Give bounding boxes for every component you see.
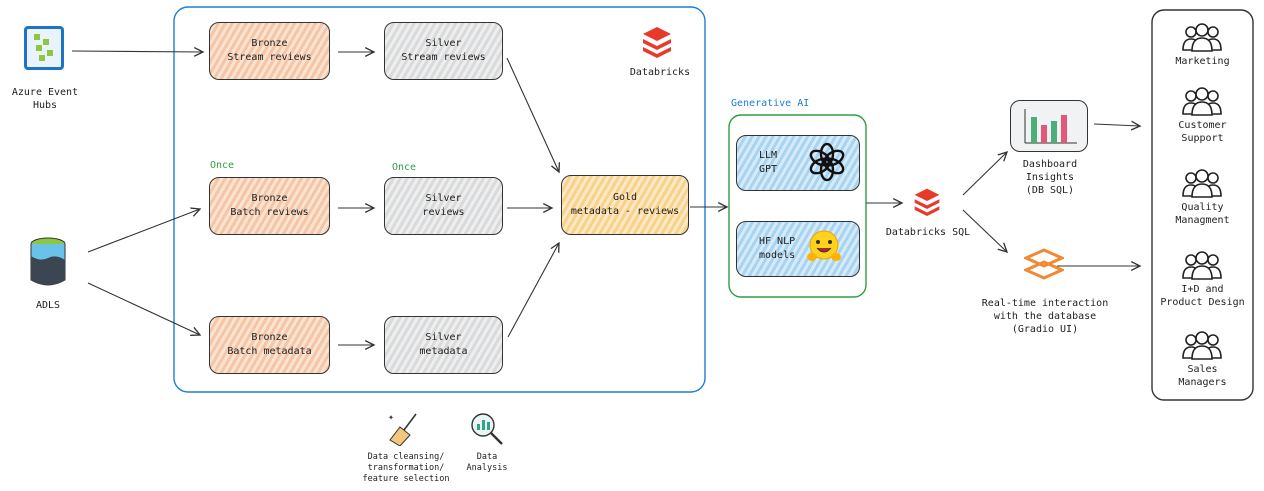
broom-icon: ✦ [386,410,422,447]
llm-gpt-label: LLM GPT [759,150,778,175]
hugging-face-icon [806,229,842,265]
gradio-logo-icon [1022,248,1066,282]
arrow-dbsql-dashboard [962,152,1007,196]
generative-ai-label: Generative AI [731,98,810,109]
gradio-label: Real-time interaction with the database … [981,298,1109,335]
silver-stream-reviews-box[interactable]: Silver Stream reviews [384,22,503,80]
azure-event-hubs-label: Azure Event Hubs [11,87,79,111]
consumer-label: Marketing [1175,56,1230,67]
generative-ai-region [728,114,867,298]
adls-label: ADLS [35,300,61,311]
dashboard-insights-label: Dashboard Insights (DB SQL) [1022,159,1078,196]
analysis-magnifier-icon [467,410,507,448]
once-label-silver: Once [392,162,417,173]
people-group-icon [1182,22,1222,52]
consumer-label: Customer Support [1178,120,1227,144]
once-label-bronze: Once [210,160,235,171]
databricks-sql-logo-icon [912,186,942,216]
people-group-icon [1182,330,1222,360]
svg-text:✦: ✦ [388,412,394,423]
databricks-region [173,6,706,393]
arrow-dbsql-gradio [962,209,1007,252]
people-group-icon [1182,168,1222,198]
people-group-icon [1182,86,1222,116]
adls-icon [28,236,68,290]
arrow-dashboard-consumers [1093,124,1140,126]
dashboard-chart-icon [1010,100,1088,152]
hf-nlp-models-box[interactable]: HF NLP models [736,221,860,277]
azure-event-hubs-icon [24,26,64,70]
people-group-icon [1182,250,1222,280]
databricks-label: Databricks [629,67,691,78]
bronze-batch-reviews-box[interactable]: Bronze Batch reviews [209,177,330,235]
bronze-stream-reviews-box[interactable]: Bronze Stream reviews [209,22,330,80]
silver-reviews-box[interactable]: Silver reviews [384,177,503,235]
openai-icon [806,141,848,183]
hf-nlp-models-label: HF NLP models [759,236,796,261]
silver-metadata-box[interactable]: Silver metadata [384,316,503,374]
arrow-silver-stream-gold [506,57,559,172]
arrow-silver-metadata-gold [507,243,559,338]
consumers-panel [1151,9,1254,401]
arrow-adls-bronze-metadata [87,282,200,335]
bronze-batch-metadata-box[interactable]: Bronze Batch metadata [209,316,330,374]
databricks-logo-icon [640,24,674,58]
arrow-adls-bronze-batch [87,209,200,253]
consumer-label: Quality Managment [1175,202,1230,226]
consumer-label: Sales Managers [1178,364,1227,388]
data-analysis-label: Data Analysis [466,452,508,473]
arrow-eventhubs-bronze-stream [71,51,203,52]
data-cleansing-label: Data cleansing/ transformation/ feature … [362,452,450,484]
gold-metadata-reviews-box[interactable]: Gold metadata - reviews [561,175,689,235]
consumer-label: I+D and Product Design [1160,284,1245,308]
databricks-sql-label: Databricks SQL [885,227,971,238]
